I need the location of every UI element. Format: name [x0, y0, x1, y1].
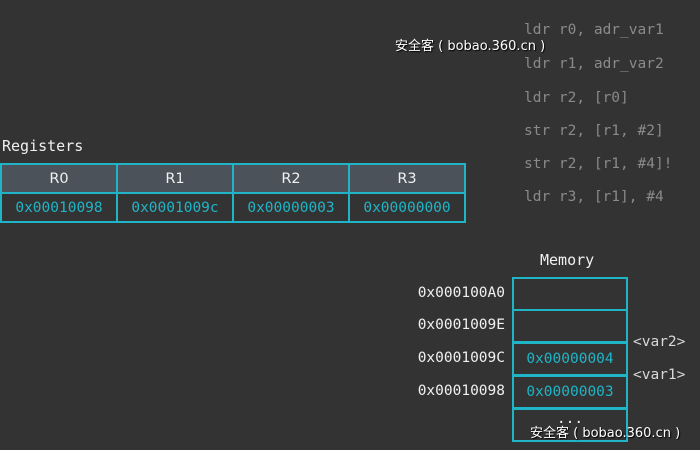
- register-value: 0x0001009c: [116, 192, 234, 223]
- memory-cell: 0x00000003: [512, 375, 628, 409]
- register-header: R1: [116, 163, 234, 194]
- memory-address: 0x0001009C: [417, 350, 505, 366]
- code-line: str r2, [r1, #2]: [524, 123, 664, 139]
- memory-cell-ellipsis: ...: [512, 408, 628, 442]
- registers-table: R0 R1 R2 R3 0x00010098 0x0001009c 0x0000…: [0, 163, 466, 223]
- code-line: ldr r3, [r1], #4: [524, 189, 664, 205]
- watermark: 安全客 ( bobao.360.cn ): [530, 426, 681, 441]
- memory-address: 0x00010098: [417, 383, 505, 399]
- memory-address: 0x0001009E: [417, 317, 505, 333]
- memory-cell: [512, 309, 628, 343]
- registers-title: Registers: [2, 137, 84, 155]
- register-value: 0x00000000: [348, 192, 466, 223]
- register-header: R3: [348, 163, 466, 194]
- watermark: 安全客 ( bobao.360.cn ): [395, 39, 546, 54]
- register-value: 0x00010098: [0, 192, 118, 223]
- code-line: ldr r2, [r0]: [524, 90, 629, 106]
- memory-tag-var2: <var2>: [633, 334, 686, 350]
- memory-address: 0x000100A0: [417, 285, 505, 301]
- register-header: R2: [232, 163, 350, 194]
- memory-cell: [512, 277, 628, 311]
- register-header: R0: [0, 163, 118, 194]
- code-line: str r2, [r1, #4]!: [524, 156, 673, 172]
- register-value: 0x00000003: [232, 192, 350, 223]
- code-line: ldr r0, adr_var1: [524, 22, 664, 38]
- memory-tag-var1: <var1>: [633, 367, 686, 383]
- memory-title: Memory: [540, 251, 595, 269]
- code-line: ldr r1, adr_var2: [524, 56, 664, 72]
- memory-cell: 0x00000004: [512, 342, 628, 376]
